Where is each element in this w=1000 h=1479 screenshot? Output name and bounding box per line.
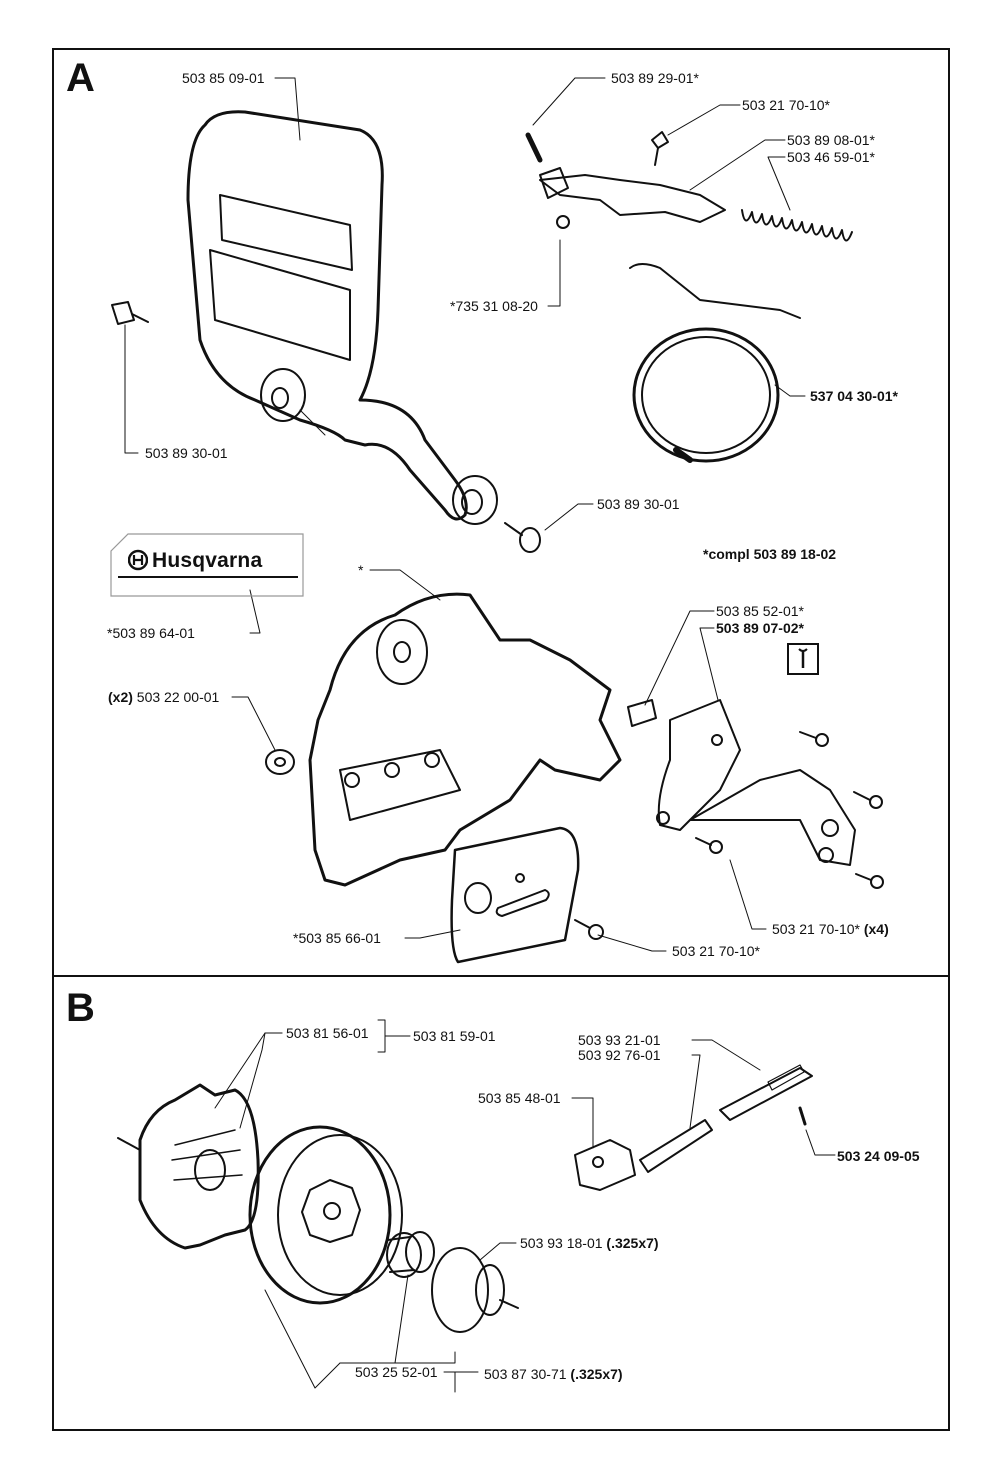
part-label: 503 24 09-05 — [837, 1148, 920, 1164]
part-label: 503 21 70-10* — [742, 97, 830, 113]
brake-lever — [525, 131, 726, 229]
pitch-suffix: (.325x7) — [570, 1366, 623, 1382]
compl-note: *compl 503 89 18-02 — [703, 546, 837, 562]
chain-guide-plate — [450, 826, 580, 964]
section-b-letter: B — [66, 986, 95, 1030]
part-label: 503 81 59-01 — [413, 1028, 496, 1044]
part-label: 503 89 30-01 — [597, 496, 680, 512]
cover-nut — [265, 749, 295, 775]
bracket-screws — [695, 731, 884, 889]
cover-stud — [627, 699, 657, 727]
part-label: (x2) 503 22 00-01 — [108, 689, 219, 705]
section-a-letter: A — [66, 56, 95, 100]
part-label: 503 21 70-10* — [672, 943, 760, 959]
part-label: 503 85 52-01* — [716, 603, 804, 619]
part-label: 503 81 56-01 — [286, 1025, 369, 1041]
part-label: *503 85 66-01 — [293, 930, 381, 946]
part-label: 503 85 09-01 — [182, 70, 265, 86]
quantity-prefix: (x2) — [108, 689, 133, 705]
handle-screw-left — [111, 301, 149, 325]
chain-brake-handle — [186, 110, 498, 525]
brand-name: Husqvarna — [152, 549, 263, 572]
part-number: 503 93 18-01 — [520, 1235, 603, 1251]
part-label: 503 93 21-01 — [578, 1032, 661, 1048]
clutch-cover — [308, 592, 622, 887]
part-label: 503 87 30-71 (.325x7) — [484, 1366, 623, 1382]
part-label: 537 04 30-01* — [810, 388, 898, 404]
part-label: 503 85 48-01 — [478, 1090, 561, 1106]
leader-lines-a — [124, 77, 806, 952]
part-label: 503 93 18-01 (.325x7) — [520, 1235, 659, 1251]
part-label: 503 89 30-01 — [145, 445, 228, 461]
husqvarna-crown-icon — [128, 549, 148, 571]
part-number: 503 87 30-71 — [484, 1366, 567, 1382]
pump-shaft — [639, 1064, 813, 1173]
part-label: 503 89 29-01* — [611, 70, 699, 86]
husqvarna-decal: Husqvarna — [110, 533, 304, 597]
clutch-drum — [248, 1125, 403, 1305]
handle-screw-right — [504, 522, 541, 553]
leader-lines-b — [214, 1019, 836, 1393]
part-label: *735 31 08-20 — [450, 298, 538, 314]
diagram-frame — [52, 48, 950, 1431]
pitch-suffix: (.325x7) — [606, 1235, 659, 1251]
part-number: 503 21 70-10* — [772, 921, 860, 937]
part-label: 503 21 70-10* (x4) — [772, 921, 889, 937]
oil-pump-drive — [574, 1139, 636, 1191]
part-label: 503 92 76-01 — [578, 1047, 661, 1063]
part-label: * — [358, 562, 364, 578]
clutch-hub — [117, 1083, 260, 1250]
quantity-suffix: (x4) — [863, 921, 889, 937]
part-label: 503 46 59-01* — [787, 149, 875, 165]
part-label: 503 89 08-01* — [787, 132, 875, 148]
plate-screw — [574, 919, 604, 940]
clutch-washer — [431, 1247, 519, 1333]
part-label: *503 89 64-01 — [107, 625, 195, 641]
part-label: 503 89 07-02* — [716, 620, 804, 636]
part-label: 503 25 52-01 — [355, 1364, 438, 1380]
brake-band — [629, 263, 801, 463]
part-number: 503 22 00-01 — [136, 689, 220, 705]
section-divider — [52, 975, 950, 977]
brake-spring — [741, 209, 853, 242]
wrench-icon — [787, 643, 819, 675]
chain-catcher-bracket — [656, 699, 856, 866]
needle-bearing — [386, 1231, 435, 1278]
pump-pin — [798, 1106, 807, 1126]
